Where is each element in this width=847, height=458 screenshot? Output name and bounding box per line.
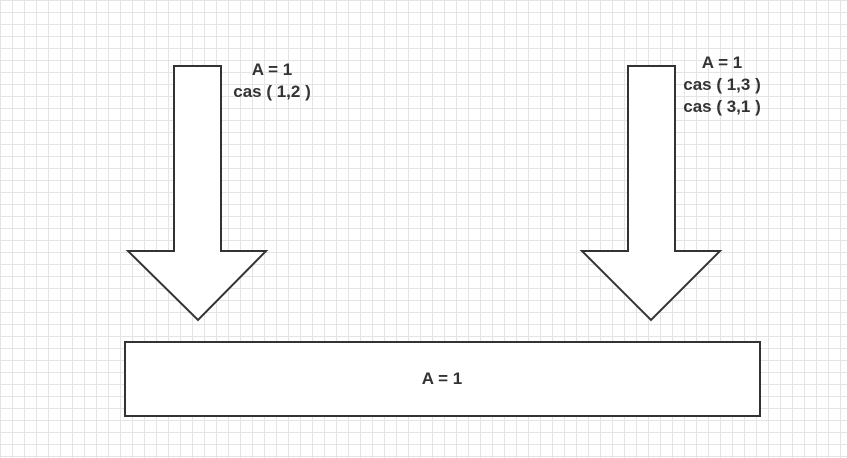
memory-box-label: A = 1 [421,369,463,388]
right-thread-label: A = 1 cas ( 1,3 ) cas ( 3,1 ) [660,52,784,118]
right-arrow [579,65,723,322]
right-thread-line: A = 1 [701,53,743,72]
right-thread-line: cas ( 1,3 ) [683,75,761,94]
right-thread-line: cas ( 3,1 ) [683,97,761,116]
left-thread-label: A = 1 cas ( 1,2 ) [212,59,332,103]
left-thread-line: A = 1 [251,60,293,79]
left-thread-line: cas ( 1,2 ) [233,82,311,101]
memory-box [124,341,761,417]
left-arrow [125,65,269,322]
